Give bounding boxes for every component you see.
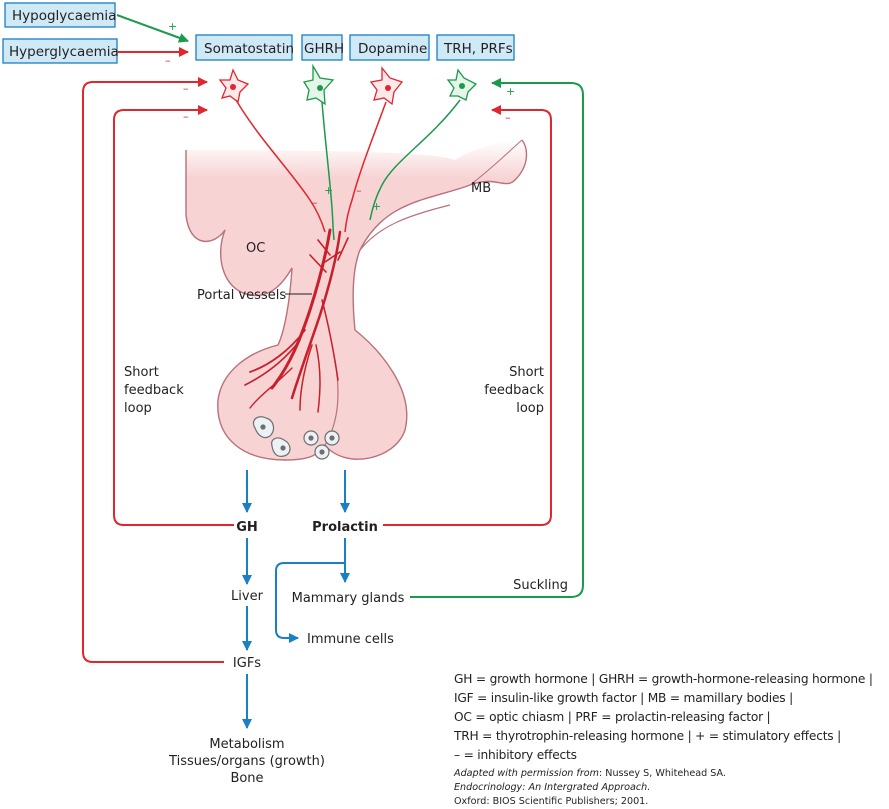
effect-metabolism: Metabolism	[209, 737, 284, 752]
ghrh-label: GHRH	[304, 41, 344, 57]
credit-authors: : Nussey S, Whitehead SA.	[598, 768, 726, 779]
left-feedback-text-2: feedback	[124, 383, 184, 398]
hyperglycaemia-box: Hyperglycaemia	[2, 38, 119, 64]
effect-bone: Bone	[230, 771, 263, 786]
ghrh-plus-sign: +	[324, 184, 333, 197]
suckling-label: Suckling	[513, 578, 568, 593]
trh-plus-sign: +	[372, 200, 381, 213]
portal-vessels-label: Portal vessels	[197, 288, 286, 303]
legend-line-1: GH = growth hormone | GHRH = growth-horm…	[454, 672, 873, 686]
dopamine-box: Dopamine	[349, 34, 430, 61]
liver-label: Liver	[231, 589, 264, 604]
gh-feedback-minus-sign: –	[183, 110, 189, 123]
hypoglycaemia-label: Hypoglycaemia	[12, 8, 116, 24]
dopamine-axon	[344, 101, 387, 233]
mammary-glands-label: Mammary glands	[292, 591, 405, 606]
right-feedback-text-1: Short	[509, 365, 544, 380]
right-feedback-text-3: loop	[516, 401, 544, 416]
igf-feedback-minus-sign: –	[183, 82, 189, 95]
right-feedback-text-2: feedback	[484, 383, 544, 398]
dopamine-neuron-icon	[369, 66, 404, 106]
ghrh-axon	[321, 101, 335, 241]
prolactin-short-feedback-loop	[383, 105, 552, 526]
source-credit: Adapted with permission from: Nussey S, …	[454, 767, 889, 809]
trh-axon	[369, 99, 461, 221]
dopamine-minus-sign: –	[356, 184, 362, 197]
somatostatin-axon	[235, 99, 326, 233]
credit-line-3: Oxford: BIOS Scientific Publishers; 2001…	[454, 796, 649, 807]
dopamine-label: Dopamine	[358, 41, 427, 57]
suckling-feedback-loop	[410, 78, 584, 598]
left-feedback-text-1: Short	[124, 365, 159, 380]
gh-label: GH	[236, 520, 258, 535]
immune-cells-label: Immune cells	[307, 632, 394, 647]
legend-line-2: IGF = insulin-like growth factor | MB = …	[454, 691, 794, 705]
trh-neuron-icon	[446, 68, 478, 101]
prolactin-to-immune-arrow	[275, 562, 345, 643]
trh-prfs-label: TRH, PRFs	[443, 41, 513, 57]
hyperglycaemia-label: Hyperglycaemia	[9, 44, 119, 60]
prolactin-label: Prolactin	[312, 520, 378, 535]
effect-tissues-organs: Tissues/organs (growth)	[168, 754, 325, 769]
pituitary-cells	[252, 416, 340, 460]
legend-line-5: – = inhibitory effects	[454, 748, 577, 762]
somatostatin-minus-sign: –	[312, 196, 318, 209]
hyperglycaemia-minus-sign: –	[165, 54, 171, 67]
somatostatin-label: Somatostatin	[204, 41, 294, 57]
trh-prfs-box: TRH, PRFs	[436, 34, 515, 61]
prolactin-feedback-minus-sign: –	[505, 111, 511, 124]
credit-line-1: Adapted with permission from: Nussey S, …	[454, 767, 889, 781]
suckling-plus-sign: +	[506, 85, 515, 98]
credit-line-2: Endocrinology: An Intergrated Approach.	[454, 782, 651, 793]
abbreviation-legend: GH = growth hormone | GHRH = growth-horm…	[454, 670, 889, 765]
igfs-label: IGFs	[233, 656, 261, 671]
credit-adapted-text: Adapted with permission from	[454, 768, 599, 779]
legend-line-3: OC = optic chiasm | PRF = prolactin-rele…	[454, 710, 771, 724]
igf-feedback-loop	[82, 77, 224, 663]
portal-vessels	[244, 228, 349, 413]
gh-short-feedback-loop	[113, 105, 234, 526]
hypoglycaemia-plus-sign: +	[168, 20, 177, 33]
ghrh-box: GHRH	[301, 34, 344, 61]
hypoglycaemia-arrow	[116, 14, 189, 43]
left-feedback-text-3: loop	[124, 401, 152, 416]
somatostatin-box: Somatostatin	[195, 34, 294, 61]
ghrh-neuron-icon	[302, 63, 335, 106]
mb-label: MB	[471, 181, 491, 196]
oc-label: OC	[246, 241, 265, 256]
hypoglycaemia-box: Hypoglycaemia	[4, 2, 116, 28]
legend-line-4: TRH = thyrotrophin-releasing hormone | +…	[454, 729, 842, 743]
somatostatin-neuron-icon	[218, 68, 250, 104]
